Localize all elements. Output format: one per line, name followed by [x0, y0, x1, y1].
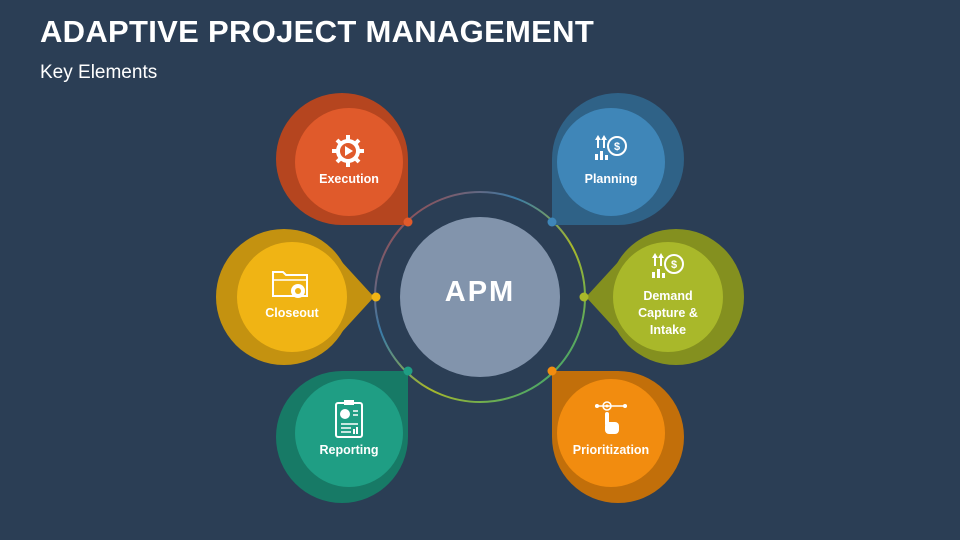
center-circle [400, 217, 560, 377]
node-closeout[interactable] [216, 229, 381, 365]
execution-label: Execution [319, 172, 379, 186]
planning-circle [557, 108, 665, 216]
planning-dot [547, 217, 557, 227]
node-planning[interactable]: $ [547, 93, 685, 227]
node-demand[interactable]: $ [579, 229, 745, 365]
page-title: ADAPTIVE PROJECT MANAGEMENT [40, 14, 595, 49]
folder-gear-icon [272, 271, 308, 298]
center-label: APM [444, 276, 516, 308]
report-clipboard-icon [335, 400, 363, 438]
prioritization-label: Prioritization [572, 443, 650, 457]
reporting-circle [295, 379, 403, 487]
closeout-label: Closeout [265, 306, 319, 320]
demand-dot [579, 292, 589, 302]
node-prioritization[interactable] [547, 366, 685, 504]
demand-circle [613, 242, 723, 352]
reporting-label: Reporting [319, 443, 379, 457]
node-reporting[interactable] [276, 366, 413, 504]
demand-label: Demand Capture & Intake [638, 289, 698, 337]
reporting-dot [403, 366, 413, 376]
closeout-dot [371, 292, 381, 302]
execution-dot [403, 217, 413, 227]
planning-label: Planning [584, 172, 638, 186]
prioritization-dot [547, 366, 557, 376]
svg-text:$: $ [671, 259, 677, 271]
page-subtitle: Key Elements [40, 62, 158, 83]
pointer-hand-icon [595, 401, 627, 434]
gear-play-icon [332, 135, 364, 167]
growth-dollar-bulb-icon: $ [595, 135, 627, 160]
svg-text:$: $ [614, 141, 620, 153]
growth-dollar-bulb-icon: $ [652, 253, 684, 278]
node-execution[interactable] [276, 93, 413, 227]
